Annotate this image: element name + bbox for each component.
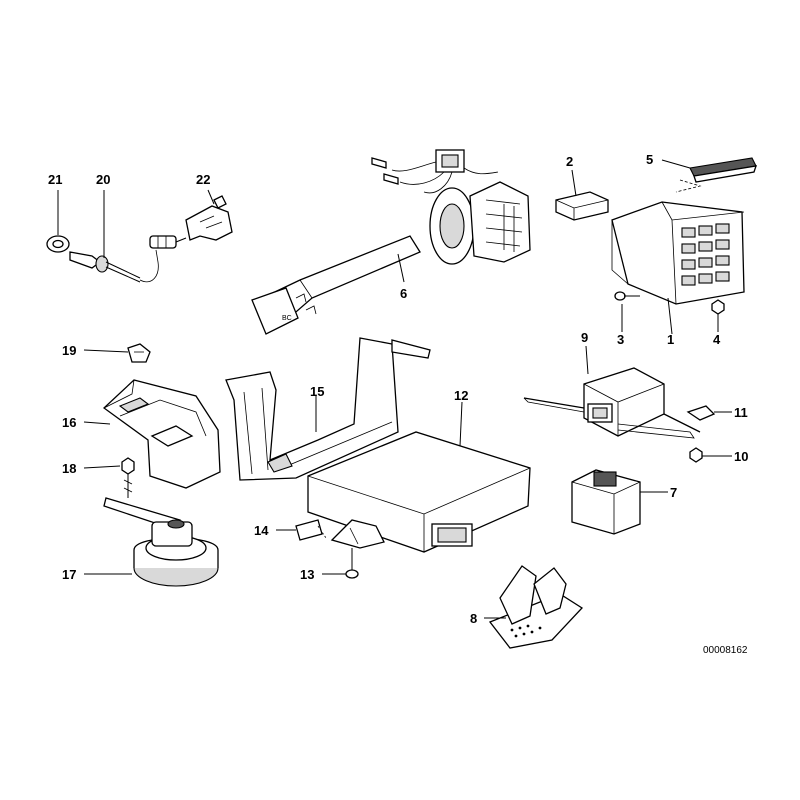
holder-pin-holes [510, 624, 542, 638]
part-20-sensor [69, 190, 159, 283]
part-15-bracket [225, 337, 431, 481]
part-9-relay-module [523, 345, 701, 439]
part-12-mount-bracket [330, 519, 385, 549]
part-6-column-switch: BC [251, 149, 531, 335]
callout-7: 7 [670, 485, 677, 500]
callout-20: 20 [96, 172, 110, 187]
part-18-bolt [83, 457, 135, 498]
part-21-washer [46, 190, 70, 253]
svg-text:BC: BC [282, 315, 292, 322]
part-12-control-unit [307, 401, 531, 553]
part-3-screw [614, 291, 640, 332]
callout-6: 6 [400, 286, 407, 301]
callout-11: 11 [734, 405, 748, 420]
callout-2: 2 [566, 154, 573, 169]
part-13-screw [322, 548, 359, 579]
callout-22: 22 [196, 172, 210, 187]
part-7-relay [571, 469, 668, 535]
callout-8: 8 [470, 611, 477, 626]
callout-12: 12 [454, 388, 468, 403]
callout-19: 19 [62, 343, 76, 358]
callout-21: 21 [48, 172, 62, 187]
part-2-module [555, 169, 609, 221]
part-19-clip [83, 343, 151, 363]
callout-5: 5 [646, 152, 653, 167]
module-keypad [681, 223, 730, 286]
callout-labels: 21 20 22 2 5 6 3 1 4 9 19 15 12 16 11 10… [48, 152, 748, 626]
part-1-control-module [611, 201, 745, 335]
part-11-clip [686, 405, 732, 421]
part-10-nut [689, 447, 732, 463]
part-4-nut [711, 299, 725, 332]
callout-17: 17 [62, 567, 76, 582]
callout-18: 18 [62, 461, 76, 476]
callout-16: 16 [62, 415, 76, 430]
document-id: 00008162 [703, 645, 748, 656]
callout-9: 9 [581, 330, 588, 345]
part-5-cover [661, 157, 757, 193]
callout-10: 10 [734, 449, 748, 464]
callout-13: 13 [300, 567, 314, 582]
callout-1: 1 [667, 332, 674, 347]
callout-4: 4 [713, 332, 721, 347]
callout-15: 15 [310, 384, 324, 399]
callout-14: 14 [254, 523, 269, 538]
part-8-holder [484, 565, 584, 649]
part-14-clip [276, 519, 327, 541]
part-22-connector [149, 189, 233, 249]
part-16-bracket [83, 379, 221, 489]
callout-3: 3 [617, 332, 624, 347]
part-17-horn [84, 497, 219, 587]
